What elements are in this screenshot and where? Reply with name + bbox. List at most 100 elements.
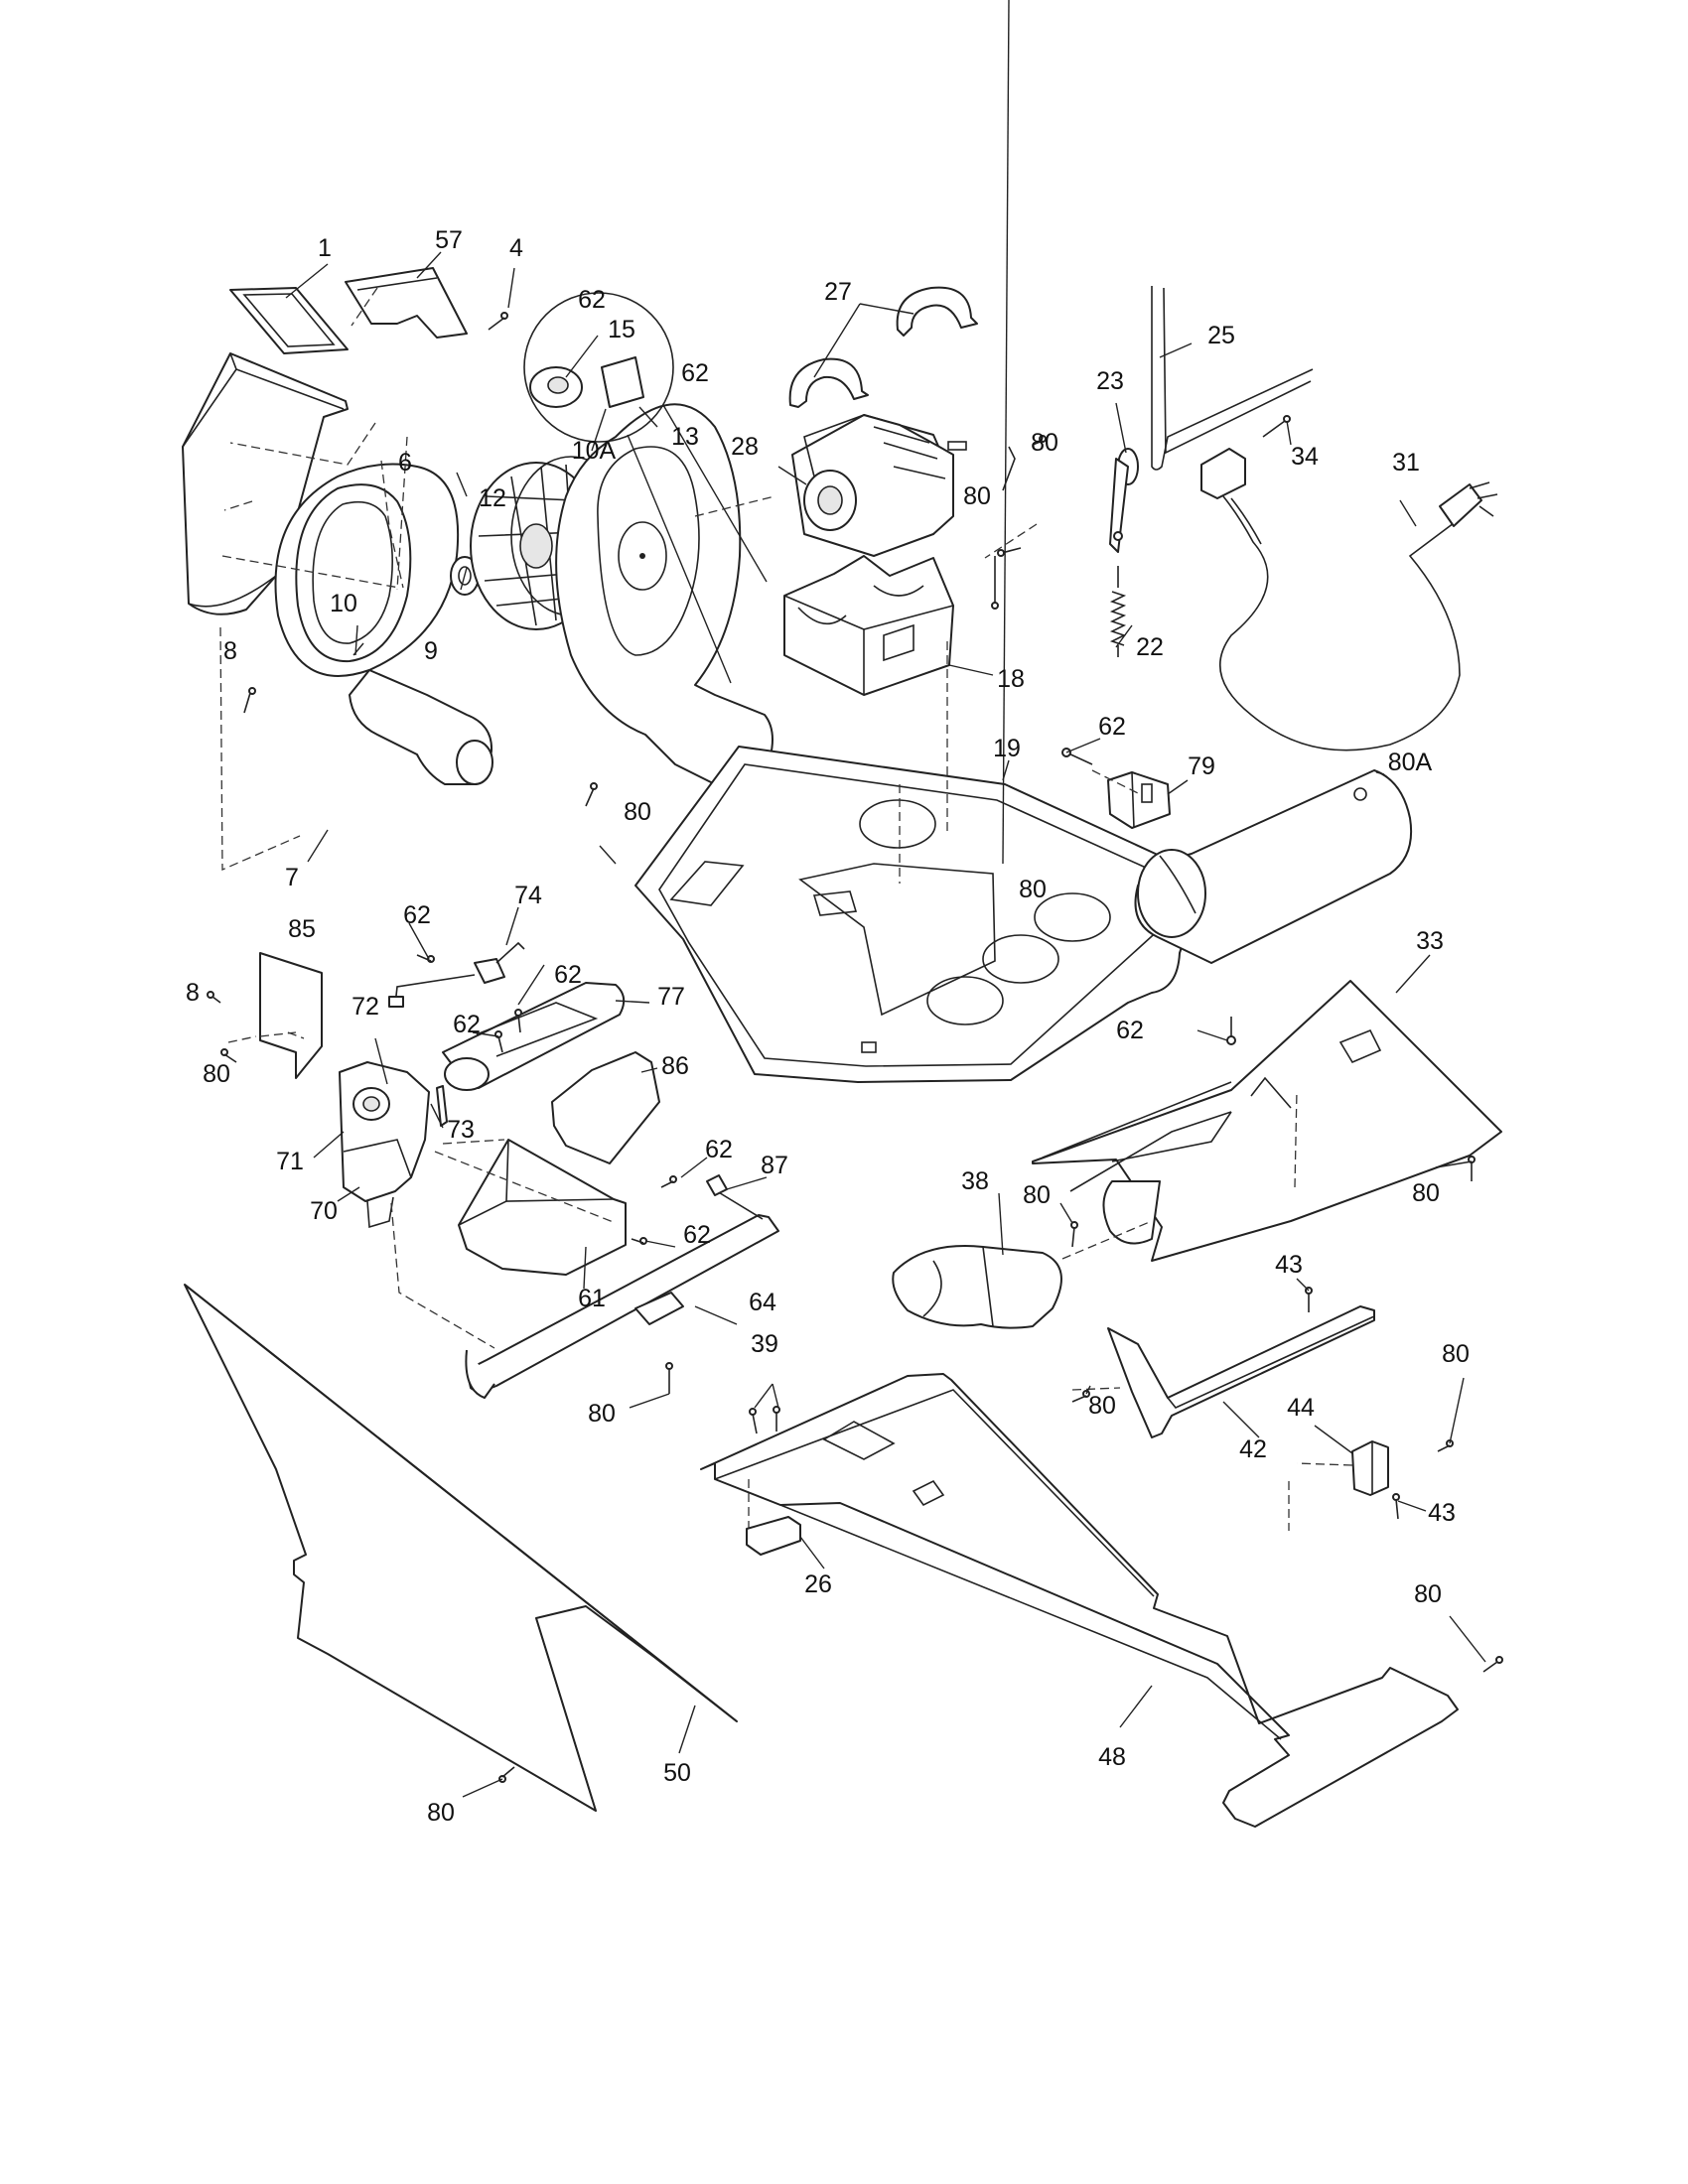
callout-44: 44 (1287, 1394, 1315, 1422)
callout-27: 27 (824, 278, 852, 306)
callout-64: 64 (749, 1289, 776, 1316)
inset-detail-circle (523, 292, 768, 684)
part-80A-capacitor (1134, 769, 1413, 964)
screw-34 (1262, 415, 1291, 438)
callout-62-capacitor: 62 (1116, 1017, 1144, 1044)
part-18-motor-mount (783, 555, 954, 696)
callout-8-top: 8 (223, 637, 237, 665)
part-61-burner-bracket (458, 1139, 627, 1276)
callout-72: 72 (352, 993, 379, 1021)
callout-80-duct-left: 80 (1023, 1181, 1051, 1209)
part-57-bracket (345, 267, 468, 339)
part-33-heater-duct (1032, 980, 1502, 1262)
part-74-igniter (388, 941, 525, 1008)
callout-80-panel: 80 (427, 1799, 455, 1827)
screw-62-capacitor (1226, 1017, 1236, 1045)
callout-71: 71 (276, 1148, 304, 1175)
part-70-gas-valve (339, 1061, 448, 1229)
part-48-front-base (700, 1373, 1459, 1828)
callout-18: 18 (997, 665, 1025, 693)
part-25-cabinet-panel (1151, 286, 1314, 471)
part-1-vent-cover (229, 287, 349, 354)
part-85-mount-plate (259, 952, 323, 1079)
callout-25: 25 (1207, 322, 1235, 349)
part-10-blower-housing (274, 463, 493, 785)
callout-80-blower: 80 (624, 798, 651, 826)
part-28-drive-motor (791, 414, 967, 557)
callout-22: 22 (1136, 633, 1164, 661)
callout-12: 12 (479, 484, 506, 512)
callout-15: 15 (608, 316, 635, 343)
leader-lines (285, 0, 1486, 1798)
callout-labels: 1 57 4 62 15 62 13 27 25 23 34 31 28 80 … (186, 226, 1470, 1827)
callout-57: 57 (435, 226, 463, 254)
part-44-bracket (1351, 1440, 1389, 1496)
part-27-motor-clamps (788, 286, 978, 408)
callout-48: 48 (1098, 1743, 1126, 1771)
callout-80-pipe: 80 (588, 1400, 616, 1428)
part-26-rubber-foot (746, 1516, 801, 1556)
callout-42: 42 (1239, 1435, 1267, 1463)
callout-62-inset-top: 62 (578, 286, 606, 314)
callout-50: 50 (663, 1759, 691, 1787)
callout-79: 79 (1188, 752, 1215, 780)
callout-86: 86 (661, 1052, 689, 1080)
part-23-idler-arm (1109, 448, 1139, 553)
callout-62-sensor: 62 (1098, 713, 1126, 741)
callout-7: 7 (285, 864, 299, 891)
callout-8-left: 8 (186, 979, 200, 1007)
part-42-support-rail (1107, 1305, 1375, 1438)
part-31-power-cord (1200, 448, 1498, 751)
callout-70: 70 (310, 1197, 338, 1225)
callout-85: 85 (288, 915, 316, 943)
callout-73: 73 (447, 1116, 475, 1144)
callout-61: 61 (578, 1285, 606, 1312)
callout-62-lower: 62 (683, 1221, 711, 1249)
callout-62-igniter: 62 (403, 901, 431, 929)
callout-33: 33 (1416, 927, 1444, 955)
part-87-flame-sensor (706, 1174, 764, 1220)
callout-74: 74 (514, 882, 542, 909)
callout-80-bracket: 80 (1442, 1340, 1470, 1368)
part-79-sensor-bracket (1061, 748, 1171, 829)
callout-80-motor: 80 (963, 482, 991, 510)
callout-39: 39 (751, 1330, 778, 1358)
callout-80-duct-right: 80 (1412, 1179, 1440, 1207)
callout-80A: 80A (1388, 749, 1433, 776)
callout-62-tube-lower: 62 (453, 1011, 481, 1038)
callout-1: 1 (318, 234, 332, 262)
callout-87: 87 (761, 1152, 788, 1179)
callout-31: 31 (1392, 449, 1420, 477)
callout-80-motor-right: 80 (1031, 429, 1058, 457)
screw-80-motor (991, 446, 1022, 610)
callout-13: 13 (671, 423, 699, 451)
callout-10A: 10A (572, 437, 617, 465)
callout-38: 38 (961, 1167, 989, 1195)
callout-28: 28 (731, 433, 759, 461)
part-50-access-panel (184, 1284, 738, 1812)
callout-23: 23 (1096, 367, 1124, 395)
part-22-idler-spring (1109, 566, 1127, 657)
callout-62-inset-right: 62 (681, 359, 709, 387)
part-38-elbow-duct (892, 1245, 1062, 1329)
callout-80-tray: 80 (1019, 876, 1047, 903)
callout-34: 34 (1291, 443, 1319, 471)
part-64-gas-pipe (465, 1214, 779, 1399)
callout-80-base: 80 (1414, 1580, 1442, 1608)
callout-62-tube: 62 (554, 961, 582, 989)
callout-10: 10 (330, 590, 357, 617)
part-77-burner-tube (442, 982, 626, 1091)
callout-80-rail: 80 (1088, 1392, 1116, 1420)
callout-77: 77 (657, 983, 685, 1011)
callout-43-top: 43 (1275, 1251, 1303, 1279)
callout-43-bottom: 43 (1428, 1499, 1456, 1527)
part-86-heat-shield (551, 1051, 660, 1164)
callout-62-bracket: 62 (705, 1136, 733, 1163)
callout-4: 4 (509, 234, 523, 262)
callout-9: 9 (424, 637, 438, 665)
callout-19: 19 (993, 735, 1021, 762)
callout-26: 26 (804, 1570, 832, 1598)
callout-80-plate: 80 (203, 1060, 230, 1088)
